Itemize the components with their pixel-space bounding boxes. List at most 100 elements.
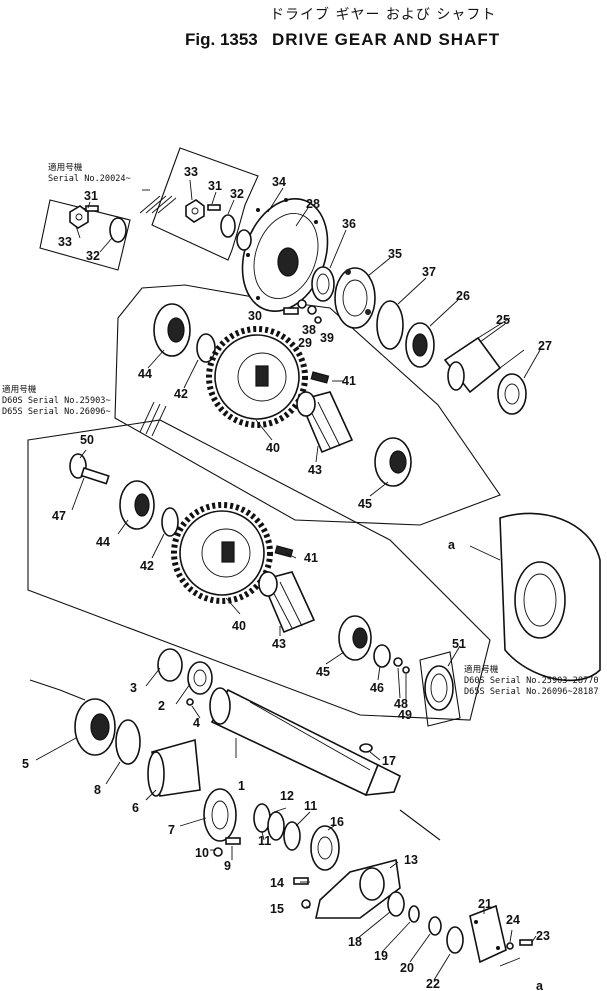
part-label-46: 46 <box>370 681 384 695</box>
part-label-19: 19 <box>374 949 388 963</box>
bolts-30-38-39 <box>283 299 322 324</box>
bearing-45-lower <box>338 615 372 661</box>
nut-bolt-50-47 <box>69 453 110 485</box>
bolt-14 <box>293 877 309 885</box>
lock-nut-33 <box>185 199 205 223</box>
part-label-45-lower: 45 <box>316 665 330 679</box>
hatched-connector-middle <box>139 401 167 437</box>
bearing-45-upper <box>374 437 412 487</box>
part-label-49: 49 <box>398 708 412 722</box>
nut-20 <box>428 916 442 936</box>
seal-18 <box>387 891 405 917</box>
spline-shaft-43-upper <box>296 391 354 454</box>
part-label-38: 38 <box>302 323 316 337</box>
part-label-41-upper: 41 <box>342 374 356 388</box>
part-label-32-a: 32 <box>230 187 244 201</box>
part-label-51: 51 <box>452 637 466 651</box>
part-label-45-upper: 45 <box>358 497 372 511</box>
figure-number: Fig. 1353 <box>185 30 258 49</box>
part-label-10: 10 <box>195 846 209 860</box>
part-label-11-b: 11 <box>304 799 317 813</box>
serial-note-right-line1: D60S Serial No.25903~28770 <box>464 676 599 686</box>
part-label-9: 9 <box>224 859 231 873</box>
part-label-37: 37 <box>422 265 436 279</box>
part-label-16: 16 <box>330 815 344 829</box>
part-label-24: 24 <box>506 913 520 927</box>
rings-11-12 <box>253 803 301 851</box>
bearing-44-upper <box>153 303 191 357</box>
part-label-29: 29 <box>298 336 312 350</box>
part-label-43-lower: 43 <box>272 637 286 651</box>
washer-15 <box>301 899 311 909</box>
part-label-4: 4 <box>193 716 200 730</box>
group-outline-lower-gear <box>27 419 491 721</box>
group-outline-shaft-left <box>29 679 86 701</box>
washer-49 <box>402 666 410 674</box>
washer-4 <box>186 698 194 706</box>
bearing-27 <box>497 373 527 415</box>
part-label-42-lower: 42 <box>140 559 154 573</box>
bearing-cage-7 <box>203 788 237 842</box>
part-label-42-upper: 42 <box>174 387 188 401</box>
o-ring-34 <box>236 229 252 251</box>
part-label-8: 8 <box>94 783 101 797</box>
part-label-44-upper: 44 <box>138 367 152 381</box>
part-label-22: 22 <box>426 977 440 991</box>
part-label-36: 36 <box>342 217 356 231</box>
seal-51 <box>419 651 461 727</box>
serial-note-right-line2: D65S Serial No.26096~28187 <box>464 687 599 697</box>
part-label-26: 26 <box>456 289 470 303</box>
part-label-44-lower: 44 <box>96 535 110 549</box>
part-label-35: 35 <box>388 247 402 261</box>
serial-note-top-jp: 適用号機 <box>48 161 83 173</box>
bearing-44-lower <box>119 480 155 530</box>
part-label-32-b: 32 <box>86 249 100 263</box>
pinion-shaft-25 <box>443 317 525 394</box>
part-label-20: 20 <box>400 961 414 975</box>
figure-header: ドライブ ギヤー および シャフト Fig. 1353 DRIVE GEAR A… <box>0 0 607 60</box>
part-label-33-b: 33 <box>58 235 72 249</box>
part-label-27: 27 <box>538 339 552 353</box>
bearing-26 <box>405 322 435 368</box>
gear-40-lower <box>171 502 273 604</box>
key-17 <box>359 743 373 753</box>
spline-shaft-43-lower <box>258 571 316 634</box>
group-outline-upper-gear <box>114 284 501 526</box>
gear-40-upper <box>206 326 308 428</box>
part-number-labels: 1 2 3 4 5 6 7 8 9 10 11 11 12 13 14 15 1… <box>22 165 552 991</box>
part-label-31-a: 31 <box>208 179 222 193</box>
washer-19 <box>408 905 420 923</box>
o-ring-22 <box>446 926 464 954</box>
cover-21 <box>469 904 507 964</box>
key-41-upper <box>310 371 330 384</box>
spacer-42-upper <box>196 333 216 363</box>
bolt-9 <box>225 837 241 845</box>
group-outline-top-inset <box>151 147 259 261</box>
washer-24 <box>506 942 514 950</box>
part-label-40-upper: 40 <box>266 441 280 455</box>
spacer-42-lower <box>161 507 179 537</box>
lock-nut-33-inset <box>69 205 89 229</box>
o-ring-37 <box>376 300 404 350</box>
part-label-17: 17 <box>382 754 396 768</box>
seal-36 <box>311 266 335 302</box>
lock-plate-32-inset <box>109 217 127 243</box>
part-label-18: 18 <box>348 935 362 949</box>
pillow-block-13 <box>315 858 401 919</box>
main-shaft-1 <box>209 687 402 797</box>
part-label-13: 13 <box>404 853 418 867</box>
serial-note-middle-line2: D65S Serial No.26096~ <box>2 407 111 417</box>
part-label-14: 14 <box>270 876 284 890</box>
part-label-6: 6 <box>132 801 139 815</box>
washer-10 <box>213 847 223 857</box>
part-label-23: 23 <box>536 929 550 943</box>
part-label-31-b: 31 <box>84 189 98 203</box>
part-label-41-lower: 41 <box>304 551 318 565</box>
serial-note-top-serial: Serial No.20024~ <box>48 174 131 184</box>
figure-title-japanese: ドライブ ギヤー および シャフト <box>270 7 497 23</box>
part-label-50: 50 <box>80 433 94 447</box>
snap-ring-3 <box>157 648 183 682</box>
part-label-21: 21 <box>478 897 492 911</box>
lock-plate-32 <box>220 214 236 238</box>
